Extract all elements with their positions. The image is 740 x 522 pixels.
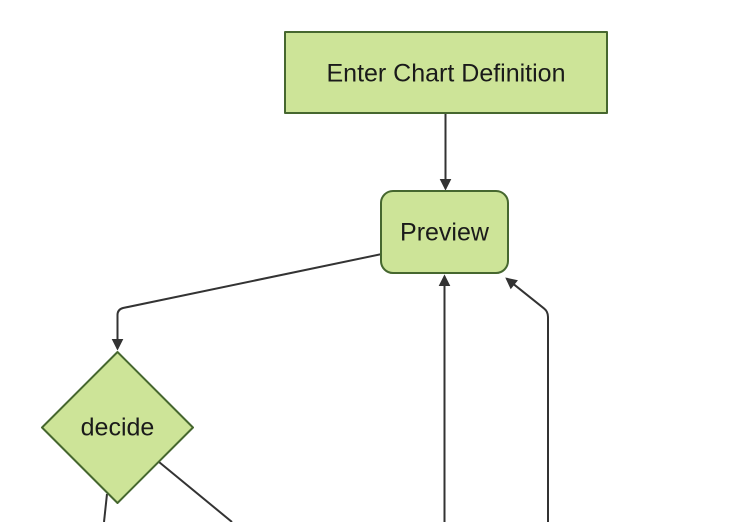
decide-diamond — [41, 351, 194, 504]
node-preview: Preview — [380, 190, 509, 274]
enter-chart-definition-box — [284, 31, 608, 114]
decide-label: decide — [81, 414, 155, 442]
enter-chart-definition-label: Enter Chart Definition — [326, 60, 565, 88]
node-enter-chart-definition: Enter Chart Definition — [284, 31, 608, 114]
node-decide: decide — [41, 351, 194, 504]
preview-label: Preview — [400, 219, 490, 247]
preview-box — [380, 190, 509, 274]
edge-offscreen-bottom-right-to-preview — [507, 279, 549, 522]
edge-decide-to-offscreen-bottom-right — [158, 461, 233, 522]
edge-decide-to-offscreen-bottom-left — [103, 493, 108, 522]
edge-preview-to-decide — [118, 253, 383, 349]
